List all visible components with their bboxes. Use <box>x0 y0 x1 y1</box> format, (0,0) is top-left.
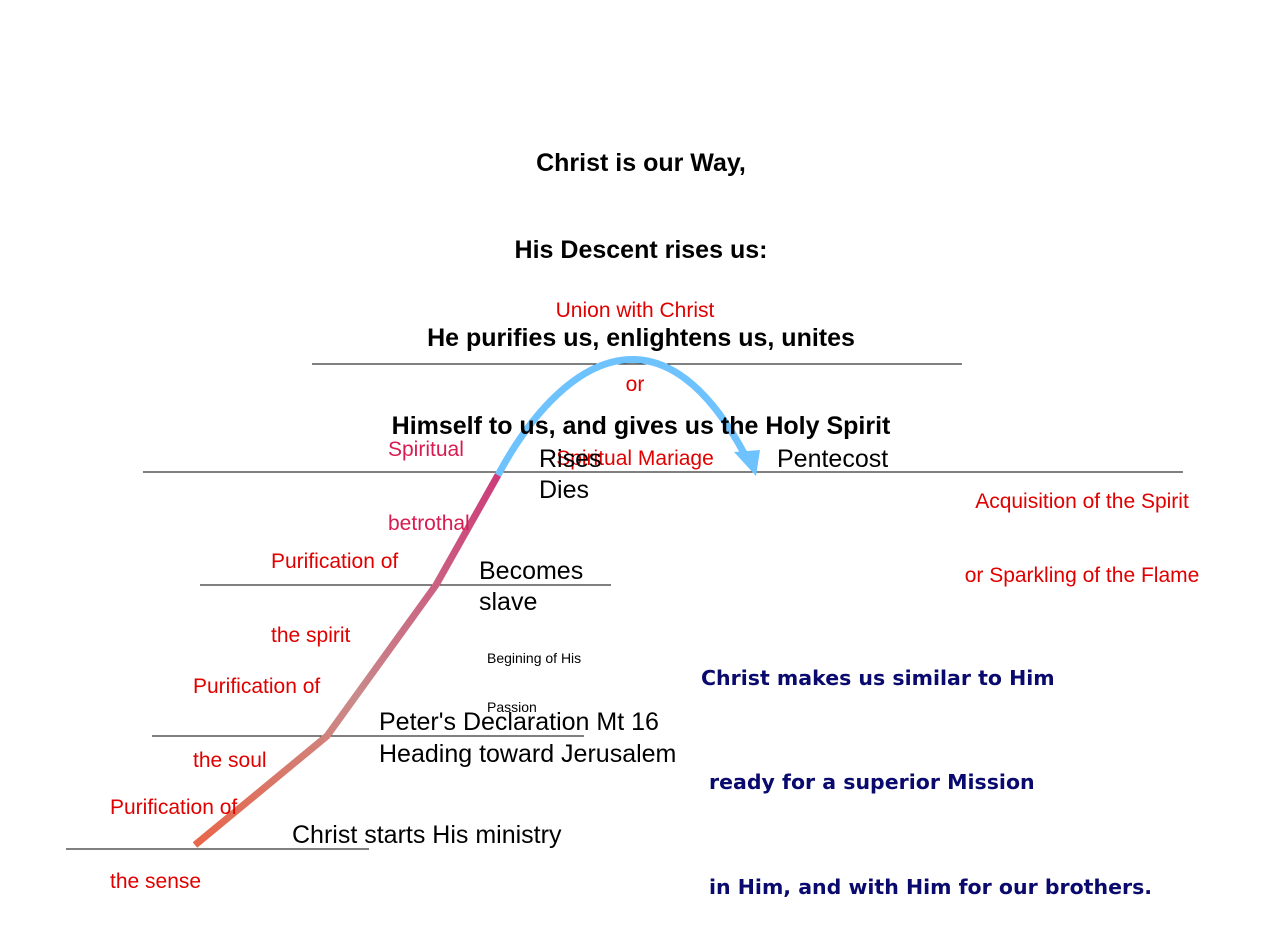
title-line-3: He purifies us, enlightens us, unites <box>427 324 855 352</box>
stage-union-line-2: or <box>625 372 645 396</box>
stage-purification-sense: Purification of the sense <box>110 747 237 919</box>
milestone-rises: Rises <box>539 445 602 473</box>
stage-sense-line-1: Purification of <box>110 796 238 820</box>
milestone-ministry: Christ starts His ministry <box>292 821 562 849</box>
stage-betrothal-line-1: Spiritual <box>388 438 464 462</box>
milestone-heading: Heading toward Jerusalem <box>379 740 677 768</box>
message-line-2: ready for a superior Mission <box>709 770 1035 795</box>
message-block: Christ makes us similar to Him ready for… <box>701 591 1152 939</box>
diagram-canvas <box>66 355 1183 850</box>
title-line-4: Himself to us, and gives us the Holy Spi… <box>391 411 891 440</box>
title-line-2: His Descent rises us: <box>514 236 768 265</box>
ascent-path <box>192 473 502 848</box>
message-line-1: Christ makes us similar to Him <box>701 665 1055 690</box>
diagram-title: Christ is our Way, His Descent rises us:… <box>366 90 916 470</box>
stage-purification-spirit: Purification of the spirit <box>271 501 398 673</box>
stage-betrothal-line-2: betrothal <box>388 511 470 535</box>
stage-betrothal: Spiritual betrothal <box>388 389 470 561</box>
milestone-slave: slave <box>479 588 538 616</box>
milestone-passion: Begining of His Passion <box>487 617 581 732</box>
stage-acquisition: Acquisition of the Spirit or Sparkling o… <box>942 441 1222 613</box>
milestone-passion-line-1: Begining of His <box>487 649 582 666</box>
milestone-pentecost: Pentecost <box>777 445 889 473</box>
stage-union-line-3: Spiritual Mariage <box>556 446 714 470</box>
stage-sense-line-2: the sense <box>110 869 202 893</box>
title-line-1: Christ is our Way, <box>536 148 746 177</box>
stage-union: Union with Christ or Spiritual Mariage <box>520 250 750 496</box>
milestone-becomes: Becomes <box>479 557 584 585</box>
milestone-peter: Peter's Declaration Mt 16 <box>379 708 659 736</box>
message-line-3: in Him, and with Him for our brothers. <box>709 874 1153 899</box>
milestone-passion-line-2: Passion <box>487 698 537 715</box>
stage-soul-line-1: Purification of <box>193 675 321 699</box>
descent-arc <box>494 355 749 477</box>
stage-acquisition-line-1: Acquisition of the Spirit <box>975 490 1189 514</box>
stage-soul-line-2: the soul <box>193 748 267 772</box>
milestone-dies: Dies <box>539 476 590 504</box>
arc-arrowhead <box>734 450 760 476</box>
stage-acquisition-line-2: or Sparkling of the Flame <box>964 563 1200 587</box>
stage-purification-soul: Purification of the soul <box>193 626 320 798</box>
stage-spirit-line-2: the spirit <box>271 623 351 647</box>
stage-spirit-line-1: Purification of <box>271 550 399 574</box>
stage-union-line-1: Union with Christ <box>555 299 715 323</box>
